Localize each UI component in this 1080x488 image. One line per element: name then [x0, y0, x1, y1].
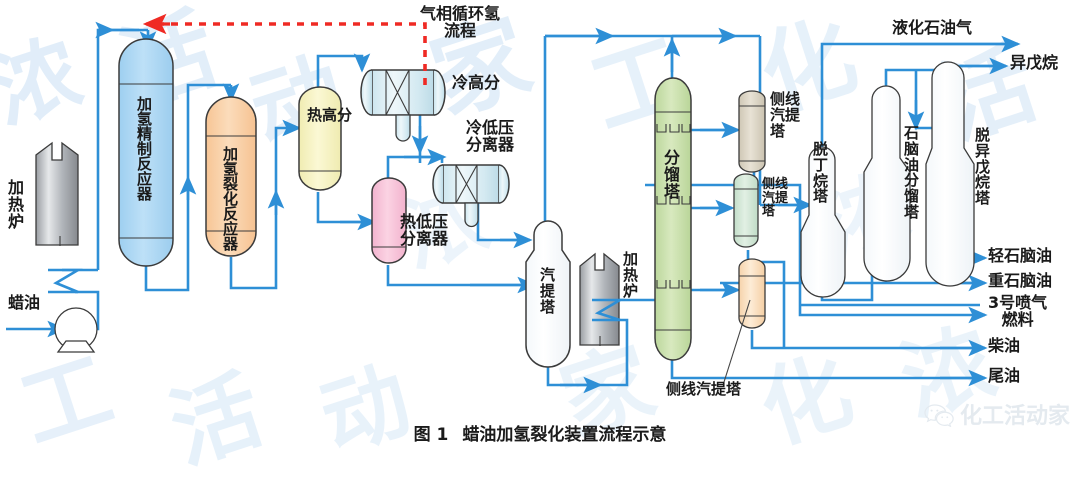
- label-debutanizer: 脱 丁 烷 塔: [813, 140, 829, 206]
- figure-title: 蜡油加氢裂化装置流程示意: [462, 425, 667, 445]
- hot-hp-separator[interactable]: [298, 86, 342, 191]
- figure-number: 图 1: [413, 425, 449, 445]
- pipe-jet-connect: [798, 305, 940, 317]
- label-product-heavy-naphtha: 重石脑油: [988, 271, 1053, 290]
- pipe-coldlp-to-stripper: [476, 200, 524, 242]
- label-fractionator: 分 馏 塔: [664, 148, 681, 201]
- pipe-stripper-to-heatermid: [546, 318, 629, 387]
- hydrotreater-reactor[interactable]: [118, 38, 174, 267]
- pipe-ss1-to-product: [754, 183, 802, 305]
- pipe-ss3-to-product: [750, 330, 784, 350]
- pipe-ss2-to-product: [746, 250, 786, 348]
- label-heater-left: 加 热 炉: [8, 178, 25, 231]
- side-stripper-1[interactable]: [738, 90, 766, 173]
- brand-text: 化工活动家: [959, 404, 1070, 429]
- label-heater-mid: 加 热 炉: [623, 250, 639, 300]
- hot-lp-separator[interactable]: [371, 177, 407, 264]
- label-product-isopentane: 异戊烷: [1010, 53, 1059, 72]
- deisopentanizer-column[interactable]: [925, 61, 975, 287]
- figure-caption: 图 1 蜡油加氢裂化装置流程示意: [0, 420, 1080, 445]
- label-wax-oil: 蜡油: [8, 293, 41, 312]
- annotation-side-stripper-callout: 侧线汽提塔: [666, 380, 742, 398]
- wechat-icon: [923, 403, 954, 428]
- naphtha-splitter-column[interactable]: [863, 85, 911, 282]
- cold-lp-separator[interactable]: [432, 164, 510, 228]
- side-stripper-3[interactable]: [723, 258, 766, 383]
- pipe-hothp-top-to-coldhp: [316, 54, 364, 88]
- heater-mid[interactable]: [579, 252, 625, 346]
- label-hot-hp-separator: 热高分: [307, 106, 353, 124]
- fractionator-column[interactable]: [654, 77, 692, 361]
- pipe-r1-to-r2: [144, 83, 231, 292]
- label-product-lpg: 液化石油气: [892, 18, 973, 37]
- label-cold-hp-separator: 冷高分: [452, 73, 501, 92]
- pump-feed[interactable]: [54, 307, 98, 353]
- recycle-hydrogen-line: [142, 13, 427, 85]
- pipe-fractionator-bottom-tailoil: [670, 360, 980, 380]
- label-stripper: 汽 提 塔: [540, 266, 556, 316]
- label-side-stripper-2: 侧线 汽提 塔: [762, 177, 789, 220]
- label-product-light-naphtha: 轻石脑油: [988, 246, 1053, 265]
- cold-hp-separator[interactable]: [360, 69, 446, 142]
- label-hot-lp-separator: 热低压 分离器: [400, 212, 449, 248]
- label-product-tail-oil: 尾油: [988, 366, 1021, 385]
- heater-left[interactable]: [35, 141, 83, 294]
- side-stripper-2[interactable]: [733, 173, 759, 248]
- label-side-stripper-1: 侧线 汽提 塔: [770, 90, 801, 140]
- debutanizer-column[interactable]: [800, 146, 846, 298]
- label-hydrocracker: 加氢裂化反应器: [221, 146, 239, 251]
- label-hydrotreater: 加氢精制反应器: [135, 96, 153, 201]
- stripper-column[interactable]: [525, 220, 571, 368]
- label-naphtha-splitter: 石 脑 油 分 馏 塔: [904, 124, 920, 221]
- hydrocracker-reactor[interactable]: [205, 96, 257, 257]
- pipe-hothp-to-hotlp: [316, 192, 372, 224]
- annotation-recycle-hydrogen: 气相循环氢 流程: [420, 4, 501, 40]
- brand-watermark: 化工活动家: [923, 398, 1070, 430]
- label-product-diesel: 柴油: [988, 336, 1021, 355]
- pipe-hotlp-to-stripper: [386, 265, 530, 287]
- flow-svg: .pipe{stroke:#2e8fd6;stroke-width:2.6;fi…: [6, 13, 1021, 394]
- label-product-jet-fuel: 3号喷气 燃料: [988, 293, 1048, 329]
- label-deisopentanizer: 脱 异 戊 烷 塔: [975, 126, 991, 207]
- label-cold-lp-separator: 冷低压 分离器: [466, 118, 515, 154]
